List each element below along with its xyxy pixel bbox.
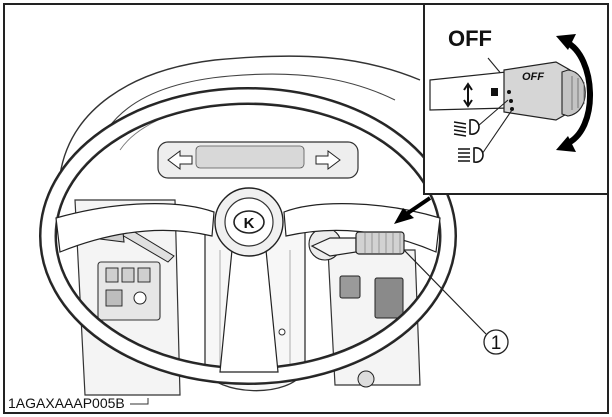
dashboard-illustration: K 1 bbox=[39, 55, 509, 396]
dash-top-outline bbox=[59, 55, 421, 176]
switch-b bbox=[121, 267, 135, 283]
dash-upper-panel bbox=[94, 73, 396, 156]
turn-left-arrow-icon bbox=[167, 150, 193, 170]
right-button-small bbox=[339, 275, 361, 299]
bottom-indicator bbox=[357, 370, 375, 388]
right-button-large bbox=[374, 277, 404, 319]
switch-c bbox=[137, 267, 151, 283]
low-beam-icon bbox=[453, 119, 480, 137]
high-beam-icon bbox=[458, 147, 484, 163]
figure-code: 1AGAXAAAP005B bbox=[8, 395, 125, 411]
up-down-arrow-icon bbox=[463, 82, 473, 108]
wheel-spoke-left bbox=[55, 203, 215, 253]
indicator-round bbox=[133, 291, 147, 305]
inset-switch-text: OFF bbox=[522, 71, 544, 83]
callout-leader bbox=[403, 249, 487, 335]
code-bracket bbox=[130, 398, 149, 405]
inset-detail: OFF OFF bbox=[423, 3, 609, 195]
switch-a bbox=[105, 267, 119, 283]
pointer-arrow bbox=[403, 196, 432, 217]
brand-emblem: K bbox=[244, 215, 255, 232]
headlight-switch-knob bbox=[355, 231, 405, 255]
off-label: OFF bbox=[448, 26, 492, 51]
turn-right-arrow-icon bbox=[315, 150, 341, 170]
indicator-square bbox=[105, 289, 123, 307]
callout-circle bbox=[483, 329, 509, 355]
callout-number: 1 bbox=[491, 333, 502, 354]
headlight-switch-stalk bbox=[310, 231, 405, 257]
rotation-arrow-icon bbox=[564, 39, 593, 147]
